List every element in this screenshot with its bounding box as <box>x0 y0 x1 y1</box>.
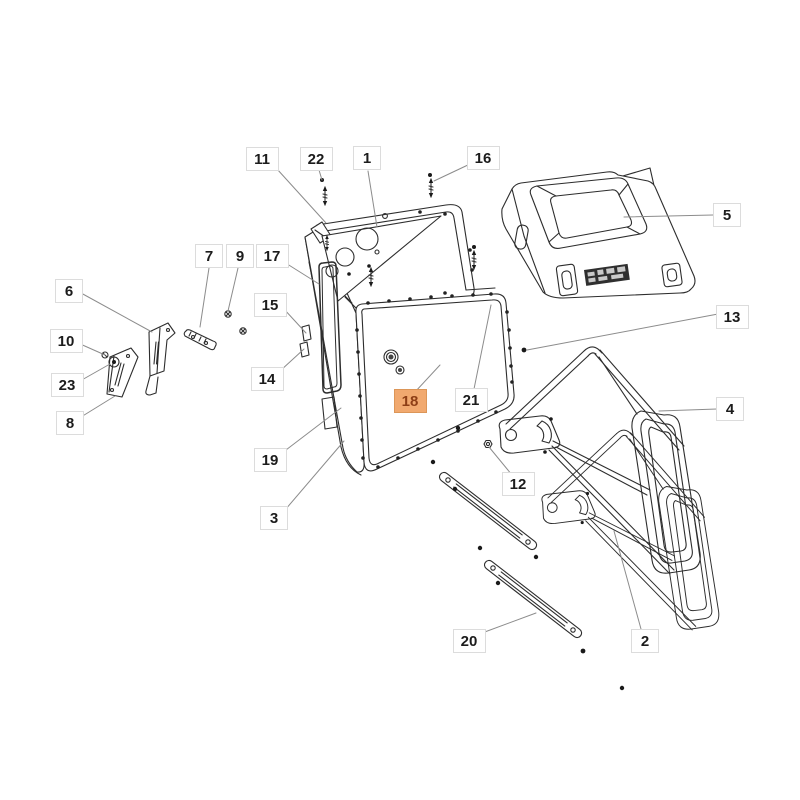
part-label-1[interactable]: 1 <box>353 146 381 170</box>
leader-line-6 <box>80 292 153 333</box>
leader-line-3 <box>284 440 345 511</box>
leader-line-22 <box>318 169 323 181</box>
leader-line-7 <box>199 267 210 328</box>
part-label-7[interactable]: 7 <box>195 244 223 268</box>
leader-line-23 <box>79 363 111 382</box>
part-label-9[interactable]: 9 <box>226 244 254 268</box>
leader-lines <box>77 163 719 634</box>
part-tab-lower <box>299 341 310 358</box>
leader-line-8 <box>80 395 116 418</box>
leader-line-10 <box>77 342 106 356</box>
part-label-10[interactable]: 10 <box>49 329 83 353</box>
part-label-23[interactable]: 23 <box>50 373 84 397</box>
part-side-window <box>318 261 342 394</box>
part-label-12[interactable]: 12 <box>501 472 535 496</box>
loose-fasteners <box>430 347 625 691</box>
part-label-15[interactable]: 15 <box>253 293 287 317</box>
leader-line-19 <box>281 407 342 454</box>
part-label-2[interactable]: 2 <box>631 629 659 653</box>
part-label-19[interactable]: 19 <box>253 448 287 472</box>
part-label-20[interactable]: 20 <box>452 629 486 653</box>
leader-line-13 <box>526 313 719 351</box>
leader-line-5 <box>623 214 714 218</box>
leader-line-20 <box>481 612 537 634</box>
leader-line-14 <box>279 348 305 372</box>
part-label-8[interactable]: 8 <box>56 411 84 435</box>
leader-line-11 <box>276 168 327 224</box>
part-label-16[interactable]: 16 <box>466 146 500 170</box>
leader-line-21 <box>473 304 492 390</box>
leader-line-1 <box>367 170 378 228</box>
part-label-17[interactable]: 17 <box>255 244 289 268</box>
leader-line-16 <box>433 163 471 182</box>
part-cap-fastener <box>383 349 405 375</box>
part-label-21[interactable]: 21 <box>454 388 488 412</box>
part-label-11[interactable]: 11 <box>245 147 279 171</box>
part-bracket-upper <box>145 322 176 396</box>
part-label-6[interactable]: 6 <box>55 279 83 303</box>
leader-line-2 <box>613 530 642 630</box>
part-corner-trim <box>304 236 362 476</box>
panel-screws <box>355 210 514 469</box>
part-label-14[interactable]: 14 <box>250 367 284 391</box>
part-washer <box>108 356 120 368</box>
part-label-4[interactable]: 4 <box>716 397 744 421</box>
part-label-5[interactable]: 5 <box>713 203 741 227</box>
leader-line-4 <box>658 408 718 412</box>
leader-line-15 <box>282 307 307 334</box>
part-top-cover <box>501 167 696 299</box>
leader-line-17 <box>283 261 320 285</box>
part-flat-plate <box>183 329 217 351</box>
warning-sticker <box>584 263 630 286</box>
part-label-13[interactable]: 13 <box>715 305 749 329</box>
part-label-18[interactable]: 18 <box>393 389 427 413</box>
leader-line-9 <box>227 267 239 312</box>
leader-line-12 <box>488 446 513 476</box>
part-label-3[interactable]: 3 <box>260 506 288 530</box>
part-label-22[interactable]: 22 <box>299 147 333 171</box>
part-container-box <box>299 173 515 476</box>
leader-line-18 <box>414 364 441 393</box>
